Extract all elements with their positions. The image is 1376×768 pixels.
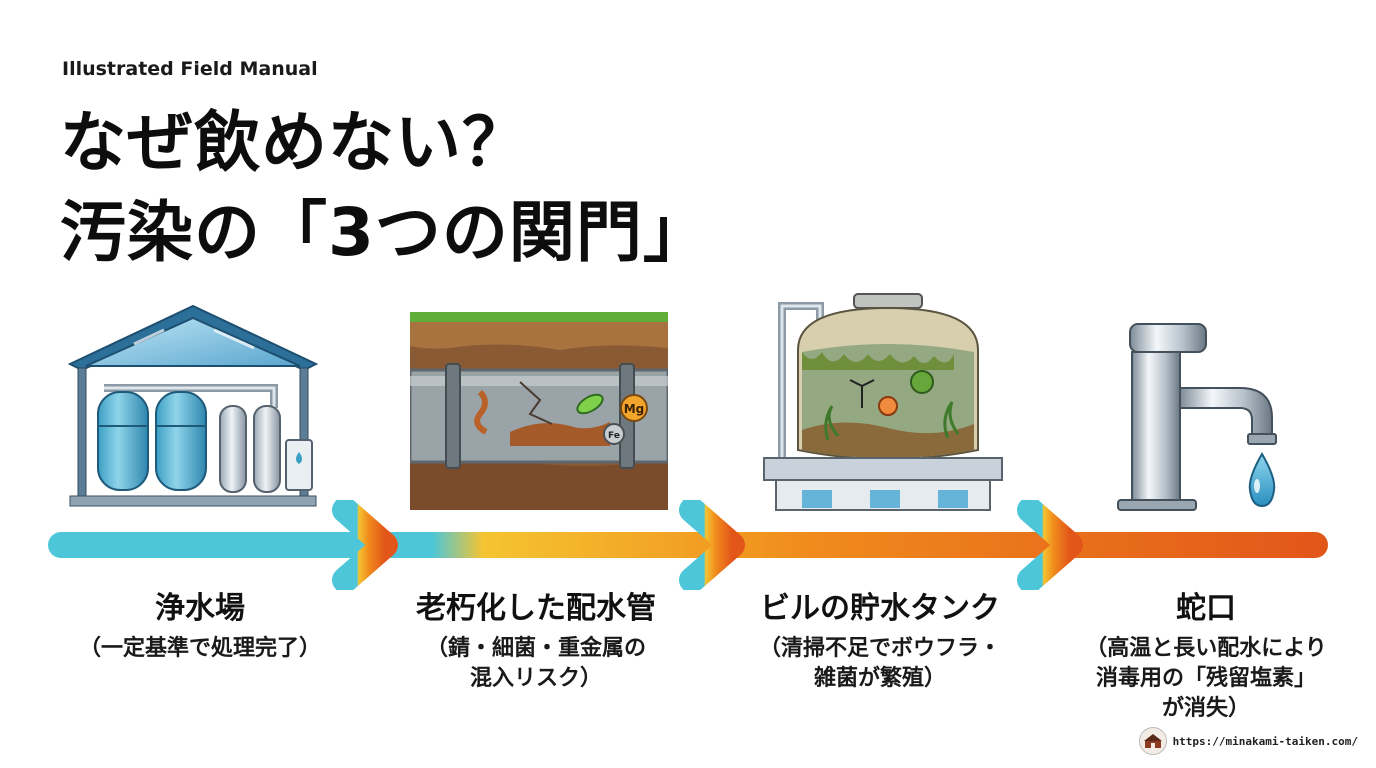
water-treatment-plant-illustration: [67, 304, 319, 507]
stage-name: 蛇口: [1176, 591, 1236, 626]
aging-water-main-illustration: Mg Fe: [410, 312, 668, 510]
stage-aging-water-main: 老朽化した配水管 （錆・細菌・重金属の 混入リスク）: [386, 590, 686, 694]
flow-arrow: [48, 500, 1328, 590]
chevron-1: [332, 500, 398, 590]
chevron-2: [679, 500, 745, 590]
stage-name: 老朽化した配水管: [416, 591, 656, 626]
stage-faucet: 蛇口 （高温と長い配水により 消毒用の「残留塩素」 が消失）: [1066, 590, 1346, 724]
title-line-2: 汚染の「3つの関門」: [60, 194, 710, 271]
eyebrow-label: Illustrated Field Manual: [62, 58, 318, 80]
faucet-illustration: [1117, 323, 1277, 511]
rooftop-water-tank-illustration: [763, 293, 1003, 511]
magnesium-label: Mg: [624, 402, 645, 416]
title-line-1: なぜ飲めない？: [60, 104, 529, 181]
iron-label: Fe: [608, 431, 620, 441]
chevron-3: [1017, 500, 1083, 590]
site-url-link[interactable]: https://minakami-taiken.com/: [1172, 734, 1358, 748]
stage-water-treatment-plant: 浄水場 （一定基準で処理完了）: [70, 590, 330, 664]
stage-description: （錆・細菌・重金属の 混入リスク）: [425, 636, 646, 691]
stage-description: （高温と長い配水により 消毒用の「残留塩素」 が消失）: [1085, 636, 1327, 721]
footer: https://minakami-taiken.com/: [1138, 726, 1358, 756]
stage-description: （一定基準で処理完了）: [78, 636, 321, 661]
stage-building-water-tank: ビルの貯水タンク （清掃不足でボウフラ・ 雑菌が繁殖）: [730, 590, 1030, 694]
stage-description: （清掃不足でボウフラ・ 雑菌が繁殖）: [758, 636, 1001, 691]
stage-name: ビルの貯水タンク: [760, 591, 1000, 626]
page-title: なぜ飲めない？ 汚染の「3つの関門」: [60, 98, 710, 278]
stage-name: 浄水場: [155, 591, 245, 626]
site-logo-icon: [1138, 727, 1167, 755]
